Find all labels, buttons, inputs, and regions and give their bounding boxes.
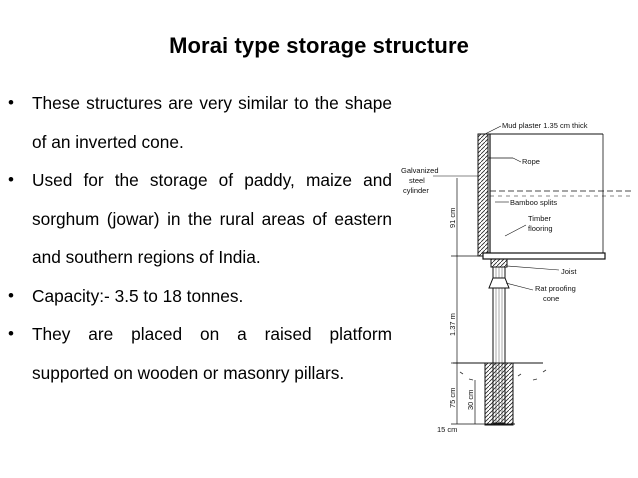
label-dimension: 75 cm [448, 388, 457, 408]
bullet-text: These structures are very similar to the… [32, 93, 392, 152]
label-mud-plaster: Mud plaster 1.35 cm thick [502, 121, 588, 130]
label-rat-proofing: Rat proofing [535, 284, 576, 293]
leader-line [504, 224, 527, 237]
joist [490, 258, 508, 268]
mud-plaster-wall [477, 133, 489, 257]
label-rat-proofing: cone [543, 294, 559, 303]
timber-flooring [482, 252, 606, 260]
bullet-text: Used for the storage of paddy, maize and… [32, 170, 392, 267]
bullet-text: They are placed on a raised platform sup… [32, 324, 392, 383]
bullet-marker: • [8, 324, 14, 343]
slide-title: Morai type storage structure [169, 33, 469, 58]
label-bamboo: Bamboo splits [510, 198, 557, 207]
bullet-text: Capacity:- 3.5 to 18 tonnes. [32, 285, 244, 306]
leader-line [484, 125, 502, 135]
bullet-item: • These structures are very similar to t… [8, 84, 392, 161]
label-galvanized: Galvanized [401, 166, 439, 175]
leader-line [506, 265, 560, 271]
label-dimension: 30 cm [466, 390, 475, 410]
bullet-list: • These structures are very similar to t… [8, 84, 392, 392]
label-galvanized: cylinder [403, 186, 429, 195]
bullet-item: • Capacity:- 3.5 to 18 tonnes. [8, 277, 392, 316]
bullet-item: • They are placed on a raised platform s… [8, 315, 392, 392]
bullet-marker: • [8, 93, 14, 112]
post-base [492, 362, 506, 424]
label-rope: Rope [522, 157, 540, 166]
label-joist: Joist [561, 267, 577, 276]
rat-proofing-cone [488, 277, 510, 289]
bullet-marker: • [8, 285, 14, 305]
morai-structure-diagram: Mud plaster 1.35 cm thick Rope Galvanize… [401, 121, 631, 434]
label-dimension: 15 cm [437, 425, 457, 434]
label-timber: flooring [528, 224, 553, 233]
label-dimension: 91 cm [448, 208, 457, 228]
leader-line [512, 157, 522, 163]
bullet-marker: • [8, 170, 14, 189]
ground-texture [459, 369, 547, 381]
bullet-item: • Used for the storage of paddy, maize a… [8, 161, 392, 277]
leader-line [505, 282, 534, 291]
label-timber: Timber [528, 214, 552, 223]
label-galvanized: steel [409, 176, 425, 185]
label-dimension: 1.37 m [448, 313, 457, 336]
